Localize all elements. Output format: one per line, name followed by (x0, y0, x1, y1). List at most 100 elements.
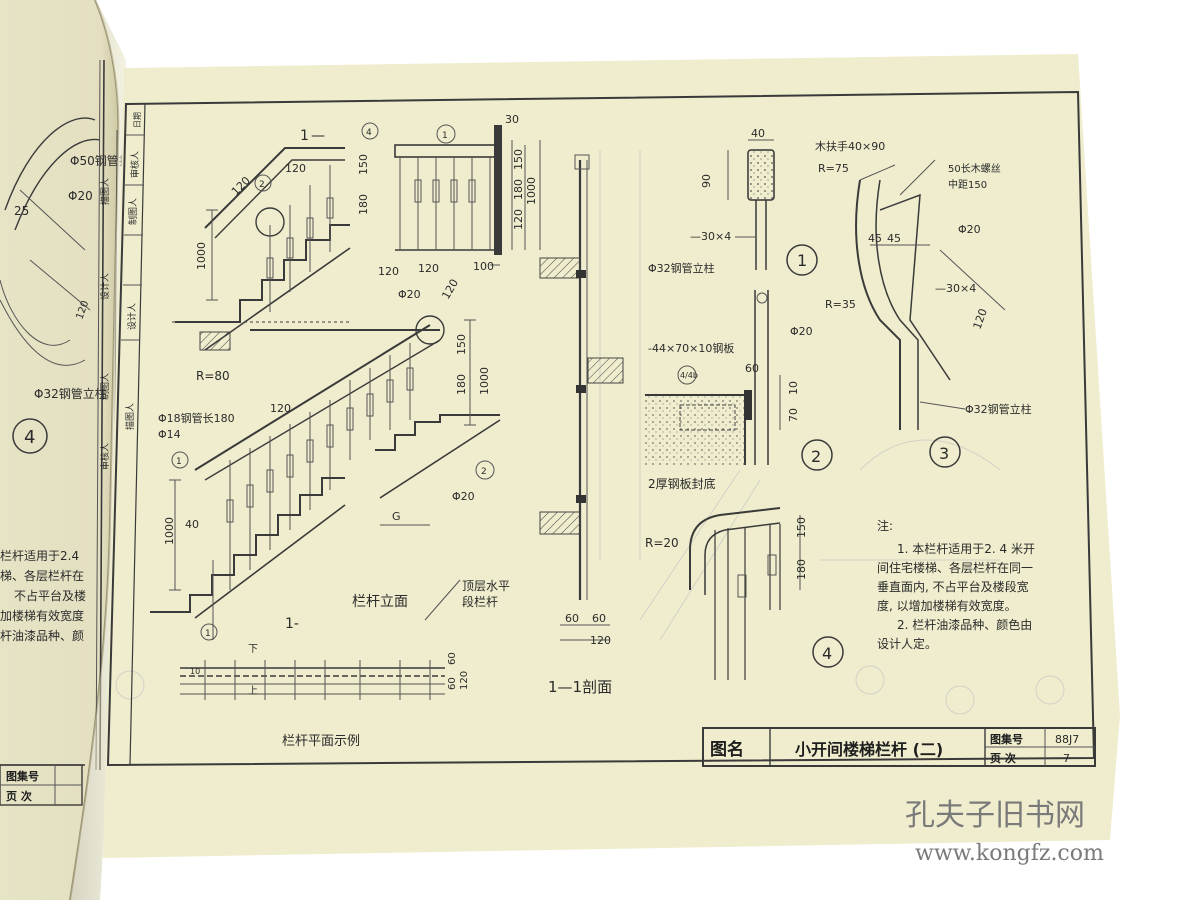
d1-dim-40: 40 (751, 127, 765, 140)
title-block-label: 图名 (710, 739, 744, 760)
elev-dim-150: 150 (357, 154, 370, 175)
d4-callout-circle (812, 636, 844, 668)
left-side-label: 制图人 (99, 373, 111, 400)
strip-label: 描图人 (124, 403, 136, 430)
side-callout-circle (436, 124, 456, 144)
note-line-4: 度, 以增加楼梯有效宽度。 (877, 598, 1017, 613)
d2-dim-60: 60 (745, 362, 759, 375)
left-callout-number: 4 (24, 427, 35, 448)
signature-strip: 审核人 制图人 设计人 描图人 日期 (121, 112, 145, 430)
elev-phi20-upper: Φ20 (398, 288, 421, 301)
strip-label: 制图人 (127, 198, 139, 225)
notes: 注: 1. 本栏杆适用于2. 4 米开 间住宅楼梯、各层栏杆在同一 垂直面内, … (877, 518, 1035, 651)
elev-dim-1000c: 1000 (163, 517, 176, 545)
d3-callout-circle (929, 436, 961, 468)
callout-1-circle (171, 451, 189, 469)
d1-callout-circle (786, 244, 818, 276)
page-value: 7 (1063, 752, 1070, 765)
d3-spacing: 中距150 (948, 178, 987, 191)
left-page: Φ50钢管扶手 Φ20 25 Φ32钢管立柱 120 4 描图人 设计人 制图人… (0, 0, 143, 900)
d1-post: Φ32钢管立柱 (648, 261, 715, 275)
top-level-label-1: 顶层水平 (462, 579, 510, 593)
right-page: 审核人 制图人 设计人 描图人 日期 (103, 54, 1120, 858)
side-callout: 1 (442, 131, 448, 141)
cut-label-top: 1 (300, 128, 309, 144)
d2-base: 2厚钢板封底 (648, 476, 716, 491)
section-title: 1—1剖面 (548, 678, 612, 696)
detail-4: R=20 150 180 4 (645, 507, 844, 680)
atlas-value: 88J7 (1055, 733, 1079, 746)
elev-dim-180: 180 (357, 194, 370, 215)
callout-2-circle (254, 174, 272, 192)
d3-r35: R=35 (825, 298, 856, 311)
d1-dim-90: 90 (700, 174, 713, 188)
callout-2b: 2 (481, 467, 487, 477)
drawing-title: 小开间楼梯栏杆 (二) (795, 740, 943, 759)
callout-bottom-circle (200, 623, 218, 641)
elev-pipe-sleeve: Φ18钢管长180 (158, 411, 235, 425)
watermark-url: www.kongfz.com (915, 841, 1104, 866)
show-through-lines (115, 150, 1065, 715)
d3-phi20: Φ20 (958, 223, 981, 236)
left-label-25: 25 (14, 204, 29, 218)
callout-bottom: 1 (205, 629, 211, 639)
side-dim-30: 30 (505, 113, 519, 126)
sec-dim-60b: 60 (592, 612, 606, 625)
elev-phi20-lower: Φ20 (452, 490, 475, 503)
left-notes: 栏杆适用于2.4 梯、各层栏杆在 不占平台及楼 加楼梯有效宽度 杆油漆品种、颜 (0, 548, 86, 643)
side-dim-120: 120 (512, 209, 525, 230)
side-dim-100: 100 (473, 260, 494, 273)
d2-phi20: Φ20 (790, 325, 813, 338)
strip-label: 设计人 (126, 303, 138, 330)
left-note-line: 不占平台及楼 (14, 588, 86, 603)
side-view: 30 150 180 1000 120 100 120 1 (394, 113, 541, 275)
plan-dim-60a: 60 (447, 652, 458, 665)
d4-dim-150: 150 (795, 517, 808, 538)
section-1-1: 60 60 120 1—1剖面 (539, 154, 624, 696)
elev-dim-40: 40 (185, 518, 199, 531)
railing-elevation: 1 — 120 120 150 180 1000 120 Φ20 120 150… (150, 122, 510, 641)
plan-title: 栏杆平面示例 (282, 734, 360, 749)
elev-phi14: Φ14 (158, 428, 181, 441)
sec-dim-60a: 60 (565, 612, 579, 625)
strip-label: 日期 (133, 112, 142, 128)
elev-tread-g: G (392, 510, 401, 523)
d3-handrail: 木扶手40×90 (815, 139, 885, 153)
notes-heading: 注: (877, 518, 893, 533)
elev-dim-180b: 180 (455, 374, 468, 395)
plan-up: 上 (248, 685, 258, 697)
left-note-line: 杆油漆品种、颜 (0, 628, 84, 643)
elev-dim-1000b: 1000 (478, 367, 491, 395)
cut-tick: — (311, 128, 325, 144)
atlas-label: 图集号 (990, 732, 1023, 746)
plan-down: 下 (248, 644, 258, 655)
left-side-label: 审核人 (99, 443, 111, 470)
page-label: 页 次 (990, 751, 1016, 765)
callout-1: 1 (176, 457, 182, 467)
left-label-phi20: Φ20 (68, 189, 93, 203)
elevation-title: 栏杆立面 (352, 594, 408, 610)
left-callout-circle (12, 418, 48, 454)
left-side-label: 设计人 (99, 273, 111, 300)
strip-label: 审核人 (129, 151, 141, 178)
note-line-1: 1. 本栏杆适用于2. 4 米开 (897, 541, 1035, 556)
d1-callout: 1 (797, 251, 807, 270)
left-note-line: 梯、各层栏杆在 (0, 568, 84, 583)
watermark-text: 孔夫子旧书网 (905, 798, 1085, 833)
side-dim-1000: 1000 (525, 177, 538, 205)
left-footer-page: 页 次 (6, 789, 32, 803)
d3-callout: 3 (939, 444, 949, 463)
d2-callout: 2 (811, 447, 821, 466)
top-level-label-2: 段栏杆 (462, 594, 498, 609)
d3-post: Φ32钢管立柱 (965, 402, 1032, 416)
side-dim-120b: 120 (418, 262, 439, 275)
d4-r20: R=20 (645, 536, 679, 550)
d2-callout-circle (801, 439, 833, 471)
note-line-2: 间住宅楼梯、各层栏杆在同一 (877, 560, 1033, 575)
elev-dim-1000a: 1000 (195, 242, 208, 270)
note-line-6: 设计人定。 (877, 636, 937, 651)
elev-dim-120e: 120 (270, 402, 291, 415)
d2-dim-70: 70 (787, 408, 800, 422)
d3-plate: —30×4 (935, 282, 976, 295)
